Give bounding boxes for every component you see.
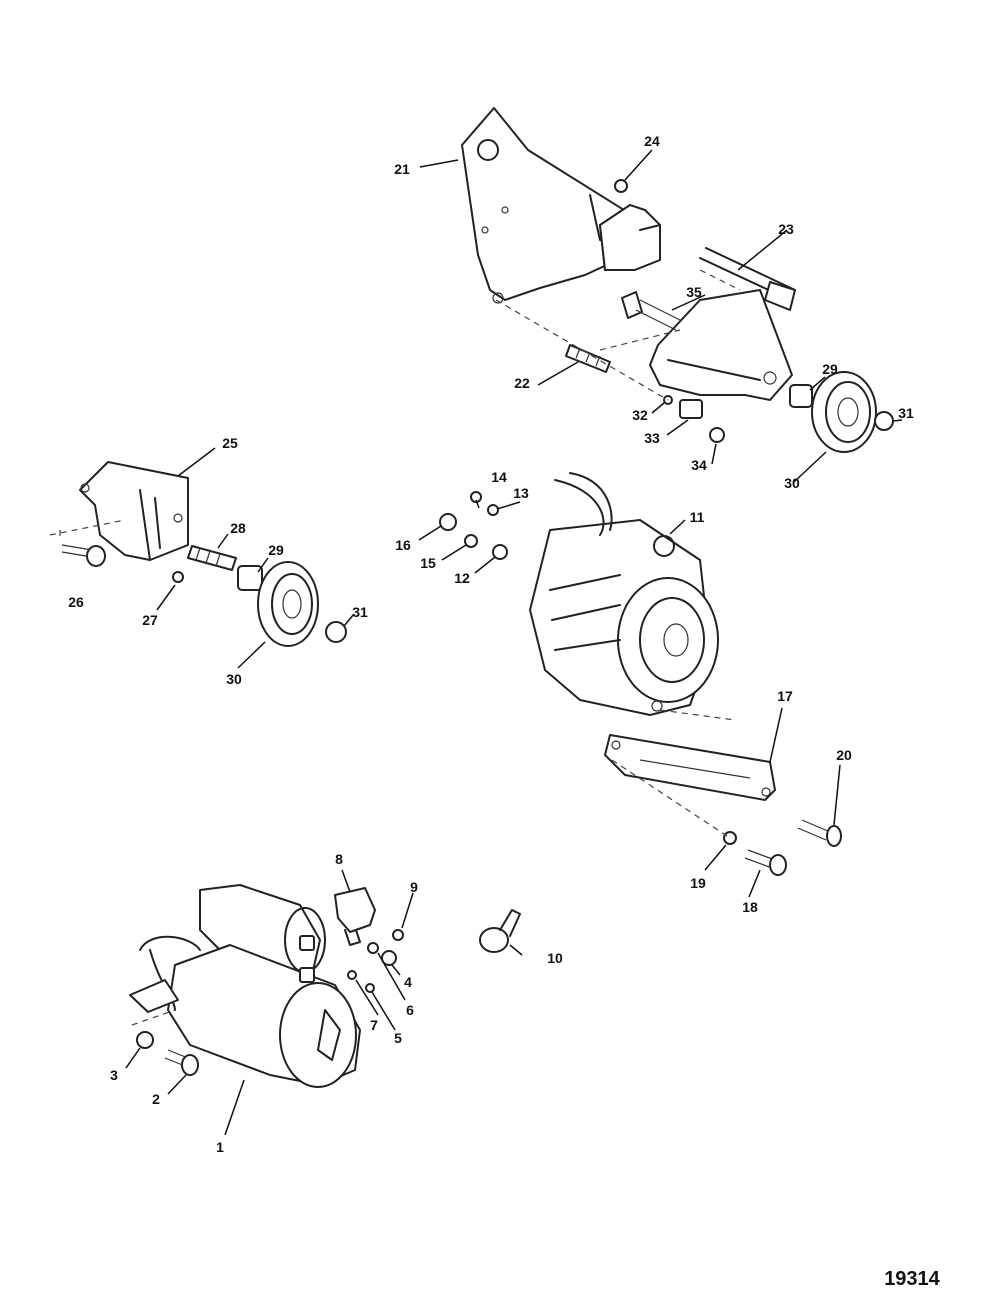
bolt-2 (164, 1049, 199, 1076)
washer-5 (365, 983, 375, 993)
washer-32 (663, 395, 673, 405)
callout-15: 15 (420, 555, 436, 571)
callout-19: 19 (690, 875, 706, 891)
adjusting-bracket (604, 734, 776, 801)
washer-27 (172, 571, 184, 583)
callout-6: 6 (406, 1002, 414, 1018)
callout-4: 4 (404, 974, 412, 990)
nut-16 (439, 513, 457, 531)
callout-25: 25 (222, 435, 238, 451)
callout-31-upper: 31 (898, 405, 914, 421)
bolt-26 (61, 544, 106, 567)
nut-24 (614, 179, 628, 193)
callout-10: 10 (547, 950, 563, 966)
spacer-33 (679, 399, 703, 419)
callout-28: 28 (230, 520, 246, 536)
callout-1: 1 (216, 1139, 224, 1155)
bolt-18 (744, 849, 787, 876)
callout-2: 2 (152, 1091, 160, 1107)
callout-20: 20 (836, 747, 852, 763)
callout-33: 33 (644, 430, 660, 446)
starter-motor (129, 884, 361, 1088)
callout-31-left: 31 (352, 604, 368, 620)
bracket-clamp-block (599, 204, 661, 271)
callout-11: 11 (690, 509, 705, 525)
left-bracket-25 (79, 461, 189, 561)
washer-19 (723, 831, 737, 845)
washer-9 (392, 929, 404, 941)
callout-14: 14 (491, 469, 507, 485)
callout-16: 16 (395, 537, 411, 553)
washer-15 (464, 534, 478, 548)
bolt-23 (699, 247, 796, 311)
leader-lines (125, 149, 903, 1136)
callout-9: 9 (410, 879, 418, 895)
callout-22: 22 (514, 375, 530, 391)
callout-27: 27 (142, 612, 158, 628)
nut-34 (709, 427, 725, 443)
callout-5: 5 (394, 1030, 402, 1046)
nut-3 (136, 1031, 154, 1049)
bolt-35 (621, 291, 681, 331)
washer-7 (347, 970, 357, 980)
callout-29-left: 29 (268, 542, 284, 558)
pulley-30-left (257, 561, 319, 647)
callout-7: 7 (370, 1017, 378, 1033)
callout-29-upper: 29 (822, 361, 838, 377)
callout-30-upper: 30 (784, 475, 800, 491)
bolt-20 (797, 819, 842, 847)
spacer-29-upper (789, 384, 813, 408)
callout-34: 34 (691, 457, 707, 473)
nut-4 (381, 950, 397, 966)
nut-12 (492, 544, 508, 560)
callout-24: 24 (644, 133, 660, 149)
callout-26: 26 (68, 594, 84, 610)
stud-28 (187, 545, 237, 571)
nut-31-upper (874, 411, 894, 431)
callout-8: 8 (335, 851, 343, 867)
callout-32: 32 (632, 407, 648, 423)
callout-23: 23 (778, 221, 794, 237)
alternator (529, 472, 719, 716)
stud-22 (565, 344, 611, 373)
idler-bracket (649, 289, 793, 401)
figure-number: 19314 (884, 1268, 940, 1290)
callout-3: 3 (110, 1067, 118, 1083)
spacer-29-left (237, 565, 263, 591)
washer-13 (487, 504, 499, 516)
callout-30-left: 30 (226, 671, 242, 687)
pulley-30-upper (811, 371, 877, 453)
sender-10 (479, 909, 521, 953)
callout-17: 17 (777, 688, 793, 704)
callout-13: 13 (513, 485, 529, 501)
callout-21: 21 (394, 161, 410, 177)
nut-31-left (325, 621, 347, 643)
solenoid-bracket-8 (334, 887, 376, 946)
callout-18: 18 (742, 899, 758, 915)
washer-6 (367, 942, 379, 954)
callout-labels: 1 2 3 4 5 6 7 8 9 10 11 12 13 14 15 16 1… (68, 133, 914, 1155)
callout-12: 12 (454, 570, 470, 586)
callout-35: 35 (686, 284, 702, 300)
